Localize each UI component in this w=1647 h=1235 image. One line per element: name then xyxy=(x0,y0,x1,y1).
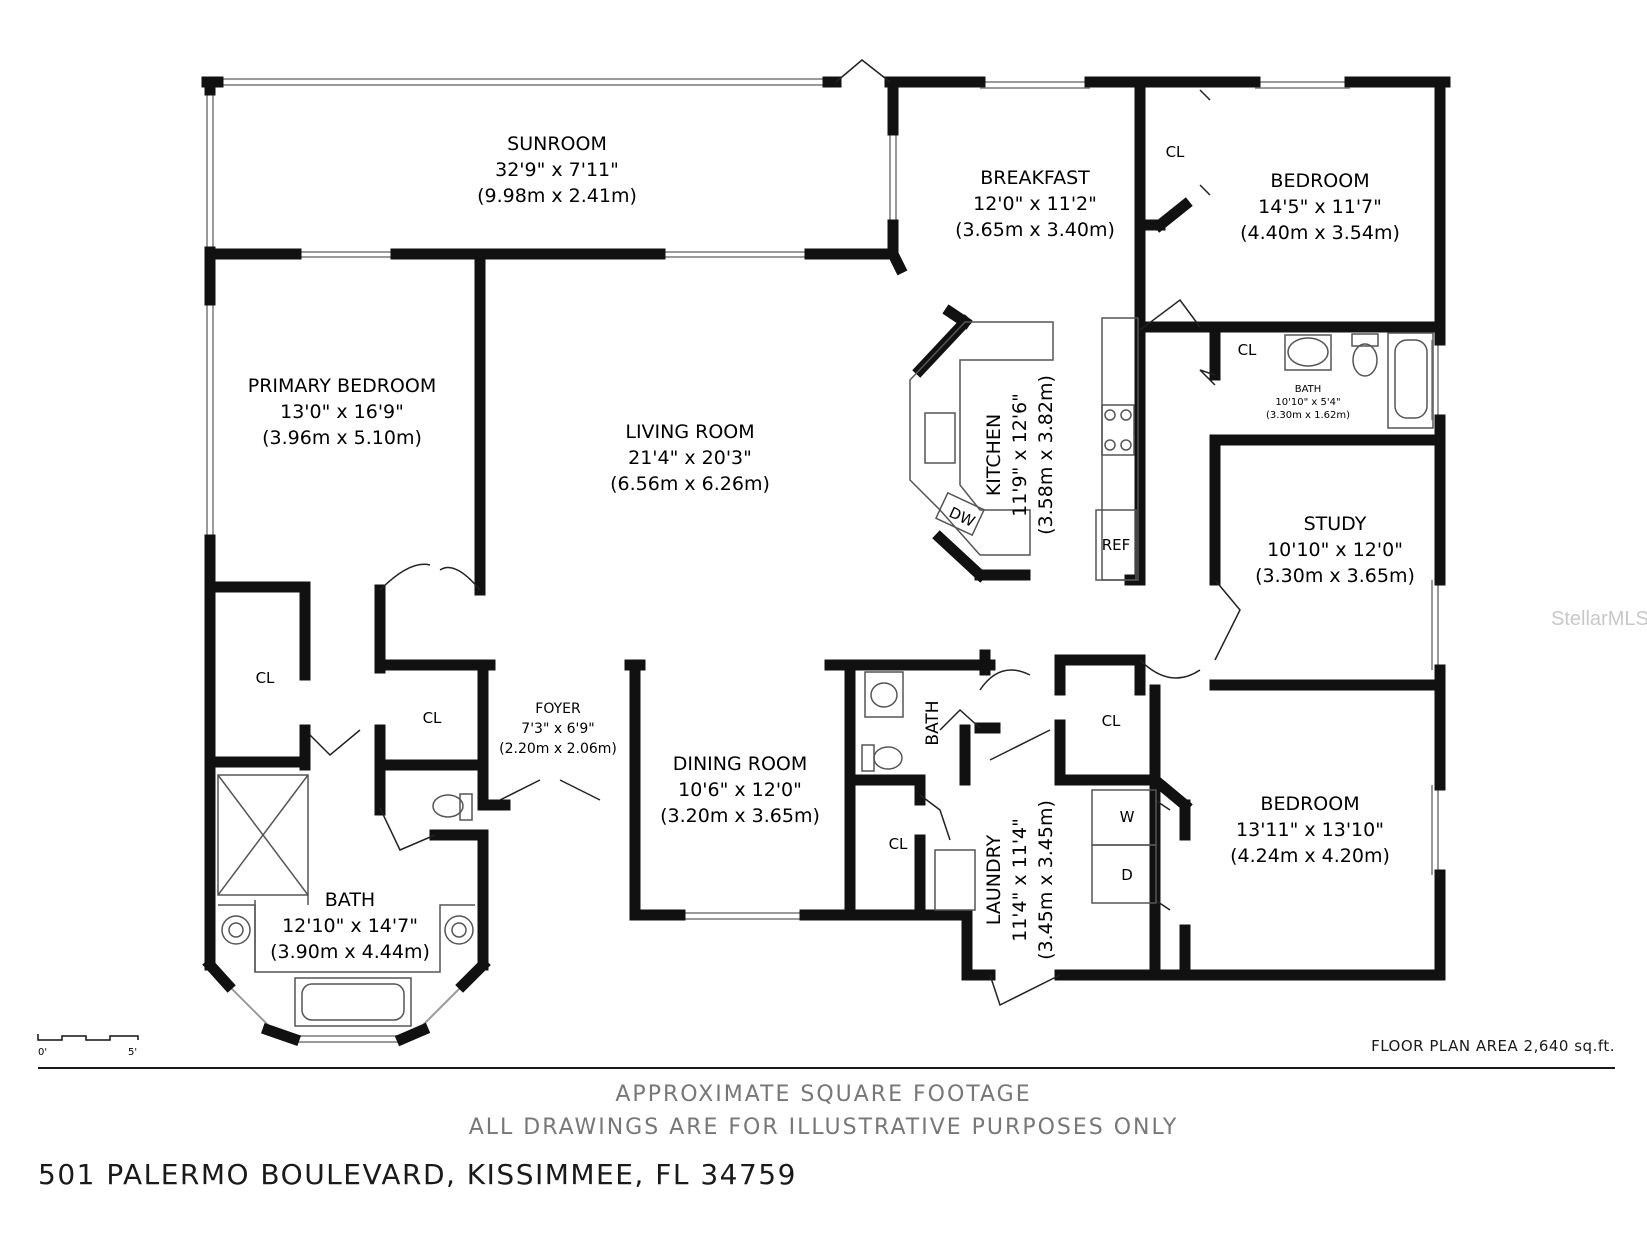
bath-sink xyxy=(1287,337,1329,367)
room-size-metric: (3.20m x 3.65m) xyxy=(660,805,820,827)
room-primary-bedroom: PRIMARY BEDROOM 13'0" x 16'9" (3.96m x 5… xyxy=(248,375,436,449)
bath-vanity xyxy=(218,904,475,973)
closet-label: CL xyxy=(423,709,442,727)
room-size-imperial: 13'0" x 16'9" xyxy=(280,401,404,423)
room-dining-room: DINING ROOM 10'6" x 12'0" (3.20m x 3.65m… xyxy=(660,753,820,827)
room-name: LAUNDRY xyxy=(983,834,1005,925)
doors xyxy=(309,59,1241,1007)
washer-label: W xyxy=(1120,808,1135,826)
room-size-imperial: 13'11" x 13'10" xyxy=(1236,819,1384,841)
floor-plan: 0' 5' SUNROOM 32'9" x 7'11" (9.98m x 2.4… xyxy=(37,59,1451,1058)
room-size-metric: (6.56m x 6.26m) xyxy=(610,473,770,495)
room-laundry: LAUNDRY 11'4" x 11'4" (3.45m x 3.45m) xyxy=(983,800,1057,960)
room-name: SUNROOM xyxy=(507,133,607,155)
room-size-metric: (3.30m x 1.62m) xyxy=(1266,410,1350,421)
room-name: KITCHEN xyxy=(983,414,1005,496)
room-size-imperial: 32'9" x 7'11" xyxy=(495,159,619,181)
room-size-metric: (3.65m x 3.40m) xyxy=(955,219,1115,241)
room-size-imperial: 12'10" x 14'7" xyxy=(282,915,418,937)
room-size-metric: (4.24m x 4.20m) xyxy=(1230,845,1390,867)
dishwasher-label: DW xyxy=(946,503,978,531)
dryer-label: D xyxy=(1121,866,1133,884)
room-size-metric: (9.98m x 2.41m) xyxy=(477,185,637,207)
room-size-imperial: 10'6" x 12'0" xyxy=(678,779,802,801)
toilet-primary xyxy=(459,793,473,821)
divider xyxy=(38,1067,1615,1069)
room-name: BATH xyxy=(1295,384,1322,395)
room-bath-small: BATH 10'10" x 5'4" (3.30m x 1.62m) xyxy=(1266,384,1350,421)
room-size-imperial: 7'3" x 6'9" xyxy=(521,721,594,737)
room-name: STUDY xyxy=(1304,513,1367,535)
room-size-imperial: 12'0" x 11'2" xyxy=(973,193,1097,215)
room-size-metric: (3.96m x 5.10m) xyxy=(262,427,422,449)
closet-label: CL xyxy=(256,669,275,687)
walls xyxy=(201,76,1451,1047)
room-size-metric: (2.20m x 2.06m) xyxy=(499,741,617,757)
closet-label: CL xyxy=(1102,712,1121,730)
toilet-tank xyxy=(1351,333,1379,347)
room-sunroom: SUNROOM 32'9" x 7'11" (9.98m x 2.41m) xyxy=(477,133,637,207)
room-bedroom-northeast: BEDROOM 14'5" x 11'7" (4.40m x 3.54m) xyxy=(1240,170,1400,244)
room-name: BEDROOM xyxy=(1260,793,1359,815)
half-bath-sink xyxy=(864,671,904,718)
room-study: STUDY 10'10" x 12'0" (3.30m x 3.65m) xyxy=(1255,513,1415,587)
laundry-shelf xyxy=(934,849,976,911)
scale-start-label: 0' xyxy=(38,1047,47,1058)
room-size-metric: (3.30m x 3.65m) xyxy=(1255,565,1415,587)
range xyxy=(1101,404,1135,456)
refrigerator xyxy=(1095,509,1137,581)
bathtub-primary xyxy=(294,977,412,1027)
sink-right xyxy=(444,915,474,945)
room-foyer: FOYER 7'3" x 6'9" (2.20m x 2.06m) xyxy=(499,701,617,757)
room-living-room: LIVING ROOM 21'4" x 20'3" (6.56m x 6.26m… xyxy=(610,421,770,495)
room-size-imperial: 10'10" x 12'0" xyxy=(1267,539,1403,561)
room-breakfast: BREAKFAST 12'0" x 11'2" (3.65m x 3.40m) xyxy=(955,167,1115,241)
floor-plan-area: FLOOR PLAN AREA 2,640 sq.ft. xyxy=(1371,1037,1615,1055)
room-half-bath: BATH xyxy=(923,700,943,745)
closet-label: CL xyxy=(1166,143,1185,161)
property-address: 501 PALERMO BOULEVARD, KISSIMMEE, FL 347… xyxy=(38,1158,797,1191)
kitchen-counter xyxy=(909,321,1054,556)
room-name: BATH xyxy=(325,889,375,911)
closet-label: CL xyxy=(1238,341,1257,359)
scale-end-label: 5' xyxy=(128,1047,137,1058)
room-size-imperial: 10'10" x 5'4" xyxy=(1275,397,1340,408)
room-size-imperial: 11'4" x 11'4" xyxy=(1009,818,1031,942)
room-size-imperial: 14'5" x 11'7" xyxy=(1258,196,1382,218)
room-primary-bath: BATH 12'10" x 14'7" (3.90m x 4.44m) xyxy=(270,889,430,963)
room-size-imperial: 21'4" x 20'3" xyxy=(628,447,752,469)
room-name: BEDROOM xyxy=(1270,170,1369,192)
room-kitchen: KITCHEN 11'9" x 12'6" (3.58m x 3.82m) xyxy=(983,375,1057,535)
room-name: FOYER xyxy=(535,701,581,717)
room-name: LIVING ROOM xyxy=(625,421,754,443)
watermark: StellarMLS xyxy=(1551,608,1647,630)
room-size-metric: (3.90m x 4.44m) xyxy=(270,941,430,963)
dryer xyxy=(1091,844,1157,904)
refrigerator-label: REF xyxy=(1102,536,1131,554)
dishwasher xyxy=(934,491,986,537)
sink-left xyxy=(221,915,251,945)
room-size-metric: (3.45m x 3.45m) xyxy=(1035,800,1057,960)
disclaimer-line-2: ALL DRAWINGS ARE FOR ILLUSTRATIVE PURPOS… xyxy=(468,1115,1179,1140)
room-name: DINING ROOM xyxy=(673,753,808,775)
room-name: BREAKFAST xyxy=(980,167,1090,189)
room-bedroom-southeast: BEDROOM 13'11" x 13'10" (4.24m x 4.20m) xyxy=(1230,793,1390,867)
disclaimer-line-1: APPROXIMATE SQUARE FOOTAGE xyxy=(615,1082,1032,1107)
shower xyxy=(217,774,309,896)
bathtub-small xyxy=(1387,332,1434,429)
half-bath-toilet xyxy=(861,744,875,772)
closet-label: CL xyxy=(889,835,908,853)
windows xyxy=(206,78,1439,1043)
room-size-metric: (3.58m x 3.82m) xyxy=(1035,375,1057,535)
kitchen-sink xyxy=(924,412,956,464)
room-size-imperial: 11'9" x 12'6" xyxy=(1009,393,1031,517)
scale-bar xyxy=(37,1034,139,1041)
fixture-labels: CL CL CL CL CL CL REF DW W D xyxy=(256,143,1257,884)
fixtures xyxy=(217,317,1434,1027)
room-name: PRIMARY BEDROOM xyxy=(248,375,436,397)
room-size-metric: (4.40m x 3.54m) xyxy=(1240,222,1400,244)
